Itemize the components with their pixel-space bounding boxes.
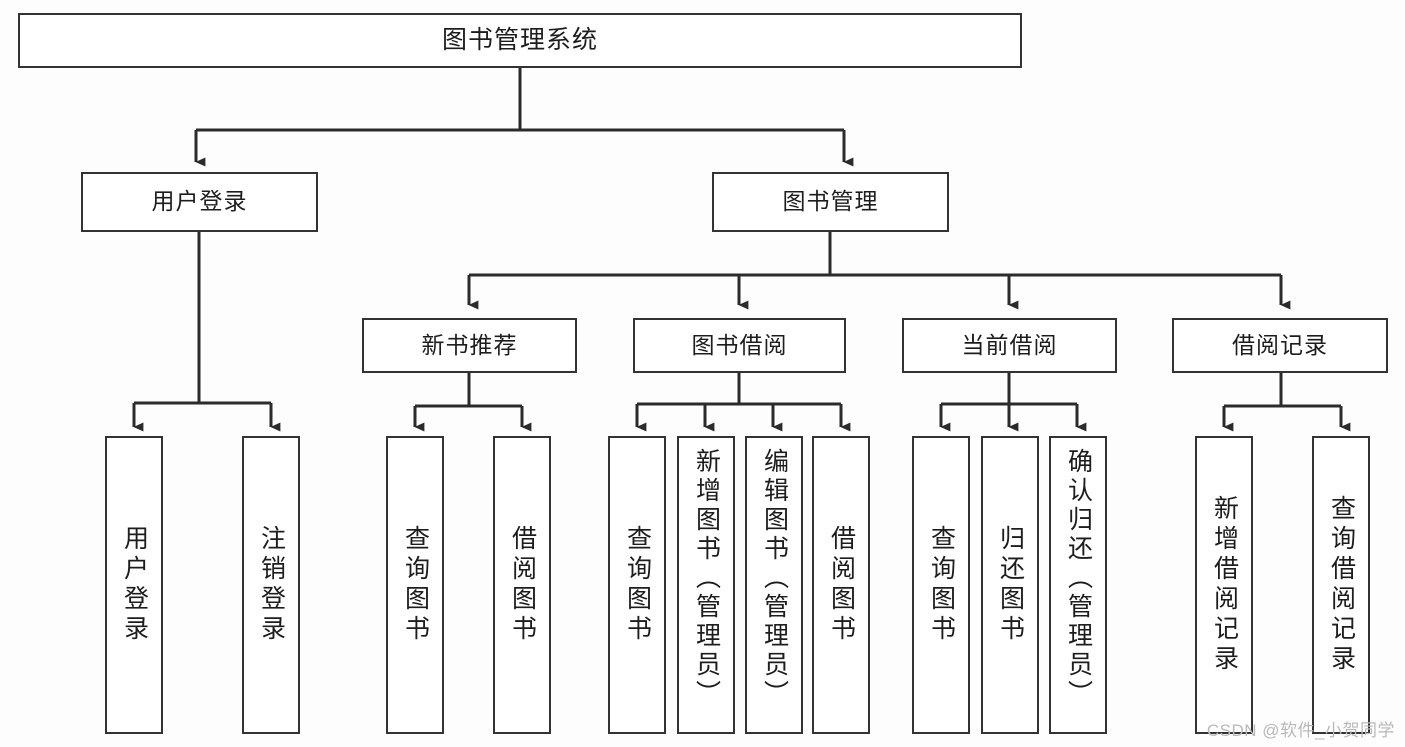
leaf-record-add-label: 新增借阅记录: [1210, 495, 1239, 675]
leaf-borrow-lend-label: 借阅图书: [827, 525, 856, 645]
leaf-rec-query[interactable]: 查询图书: [386, 436, 444, 734]
leaf-current-confirm[interactable]: 确认归还（管理员）: [1049, 436, 1107, 734]
leaf-borrow-edit[interactable]: 编辑图书（管理员）: [745, 436, 803, 734]
leaf-borrow-edit-label: 编辑图书（管理员）: [760, 448, 789, 709]
node-book-manage[interactable]: 图书管理: [712, 172, 949, 232]
node-current-borrow[interactable]: 当前借阅: [902, 318, 1117, 373]
node-book-borrow-label: 图书借阅: [691, 331, 788, 358]
node-book-borrow[interactable]: 图书借阅: [633, 318, 846, 373]
node-new-book-rec[interactable]: 新书推荐: [362, 318, 577, 373]
leaf-borrow-add[interactable]: 新增图书（管理员）: [677, 436, 735, 734]
leaf-current-query-label: 查询图书: [927, 525, 956, 645]
leaf-current-return-label: 归还图书: [996, 525, 1025, 645]
leaf-record-add[interactable]: 新增借阅记录: [1195, 436, 1253, 734]
leaf-borrow-query-label: 查询图书: [623, 525, 652, 645]
node-root[interactable]: 图书管理系统: [18, 13, 1022, 68]
leaf-rec-borrow[interactable]: 借阅图书: [493, 436, 551, 734]
leaf-rec-borrow-label: 借阅图书: [508, 525, 537, 645]
leaf-borrow-lend[interactable]: 借阅图书: [812, 436, 870, 734]
leaf-rec-query-label: 查询图书: [401, 525, 430, 645]
leaf-current-return[interactable]: 归还图书: [981, 436, 1039, 734]
leaf-user-logout-label: 注销登录: [257, 525, 286, 645]
node-user-login-label: 用户登录: [151, 188, 248, 215]
leaf-user-login-label: 用户登录: [120, 525, 149, 645]
node-borrow-record-label: 借阅记录: [1232, 331, 1328, 358]
leaf-record-query-label: 查询借阅记录: [1327, 495, 1356, 675]
node-current-borrow-label: 当前借阅: [961, 331, 1058, 358]
leaf-current-confirm-label: 确认归还（管理员）: [1064, 448, 1093, 709]
leaf-borrow-add-label: 新增图书（管理员）: [692, 448, 721, 709]
leaf-user-logout[interactable]: 注销登录: [242, 436, 300, 734]
node-root-label: 图书管理系统: [441, 25, 598, 54]
leaf-user-login[interactable]: 用户登录: [105, 436, 163, 734]
leaf-record-query[interactable]: 查询借阅记录: [1312, 436, 1370, 734]
node-book-manage-label: 图书管理: [782, 188, 879, 215]
node-borrow-record[interactable]: 借阅记录: [1172, 318, 1388, 373]
leaf-borrow-query[interactable]: 查询图书: [608, 436, 666, 734]
leaf-current-query[interactable]: 查询图书: [912, 436, 970, 734]
node-new-book-rec-label: 新书推荐: [421, 331, 518, 358]
node-user-login[interactable]: 用户登录: [81, 172, 318, 232]
csdn-watermark: CSDN @软件_小贺同学: [1206, 721, 1395, 740]
